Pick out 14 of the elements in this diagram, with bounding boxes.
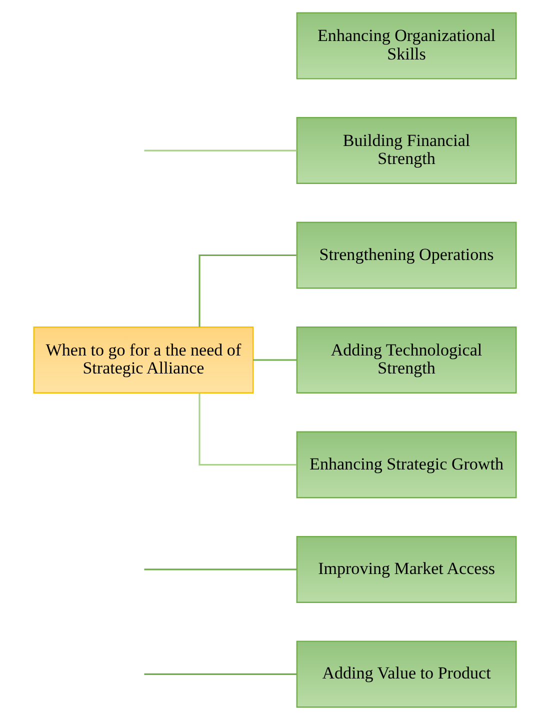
node-box: Enhancing Strategic Growth (296, 431, 516, 498)
node-box: Improving Market Access (296, 536, 516, 603)
node-box: Building Financial Strength (296, 117, 516, 184)
connector (144, 673, 296, 675)
connector (198, 254, 296, 327)
node-box: Enhancing Organizational Skills (296, 12, 516, 80)
connector (144, 150, 296, 152)
connector (144, 568, 296, 570)
connector (252, 359, 296, 361)
connector (198, 393, 296, 466)
node-box: Adding Technological Strength (296, 326, 516, 394)
node-box: Strengthening Operations (296, 222, 516, 289)
node-box: Adding Value to Product (296, 640, 516, 708)
node-box: When to go for a the need of Strategic Alliance (32, 326, 254, 394)
